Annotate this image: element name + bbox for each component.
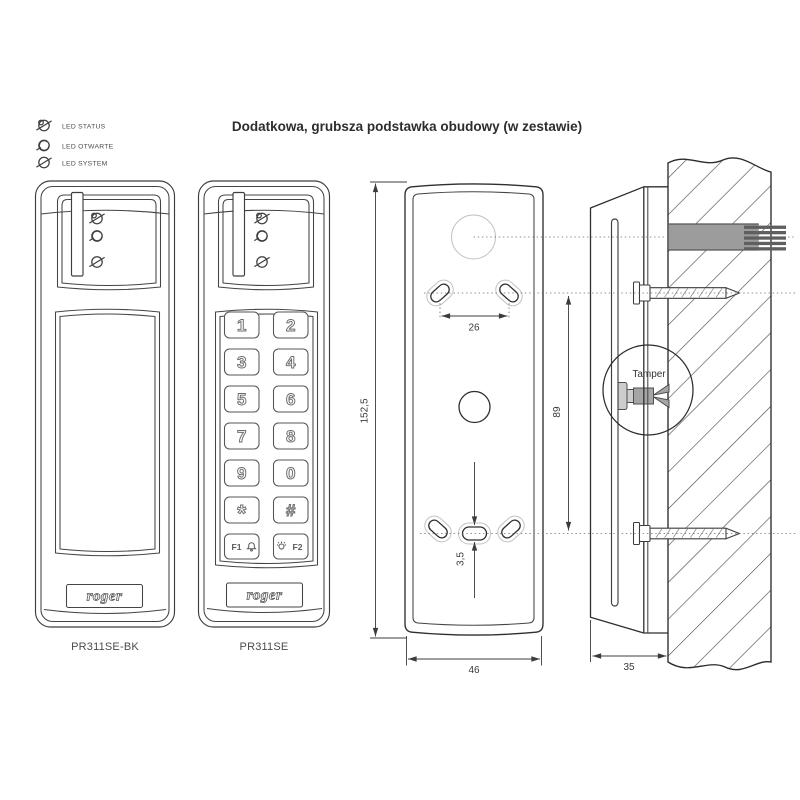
- legend: LED STATUS LED OTWARTE LED SYSTEM: [35, 119, 114, 169]
- device1-brand-logo: roger: [87, 589, 123, 605]
- rear-base-view: 152,5 26 89 3,5 46: [360, 181, 572, 676]
- legend-led-open-label: LED OTWARTE: [62, 144, 114, 151]
- device1-card-slot: [70, 191, 84, 277]
- key-star: *: [223, 496, 260, 526]
- cable-bundle: [668, 223, 786, 251]
- device1-logo-plate: [65, 583, 144, 609]
- device2-brand-logo: roger: [247, 588, 283, 604]
- key-2: 2: [272, 311, 309, 339]
- dim-upper-slot-spacing: 26: [439, 299, 510, 334]
- led-open-icon: [35, 139, 50, 152]
- key-5: 5: [223, 385, 260, 413]
- side-slot-groove: [610, 218, 619, 607]
- wire-pins: [744, 225, 786, 251]
- bell-icon: [246, 542, 257, 552]
- key-hash: #: [272, 496, 309, 524]
- svg-text:152,5: 152,5: [360, 398, 371, 423]
- device-front-pr311se-bk: roger PR311SE-BK: [34, 180, 176, 653]
- keypad: 1 2 3 4 5 6 7 8 9 0 * # F1: [223, 311, 309, 560]
- key-f1: F1: [223, 533, 260, 560]
- svg-text:5: 5: [237, 390, 246, 409]
- key-6: 6: [272, 385, 309, 413]
- svg-text:8: 8: [286, 427, 295, 446]
- dim-lower-slot-height: 3,5: [456, 462, 478, 598]
- device1-inner-case: [40, 185, 170, 623]
- svg-text:0: 0: [286, 464, 295, 483]
- page-title: Dodatkowa, grubsza podstawka obudowy (w …: [232, 119, 582, 134]
- device2-keypad-panel: [214, 308, 319, 569]
- key-8: 8: [272, 422, 309, 450]
- device1-led-panel: [56, 194, 162, 291]
- led-status-icon: [35, 119, 53, 132]
- device2-inner-case: [203, 185, 325, 623]
- dim-slot-rows-distance: 89: [552, 296, 572, 531]
- svg-text:#: #: [286, 501, 296, 520]
- device-front-pr311se: 1 2 3 4 5 6 7 8 9 0 * # F1: [197, 180, 331, 653]
- dim-overall-height: 152,5: [360, 181, 407, 639]
- key-9: 9: [223, 459, 260, 487]
- upper-mount-slot-right: [495, 279, 523, 307]
- wall-section: [667, 157, 772, 671]
- key-f2: F2: [272, 533, 309, 560]
- device-side-profile: [589, 186, 668, 634]
- key-3: 3: [223, 348, 260, 376]
- svg-text:35: 35: [623, 662, 635, 673]
- svg-text:9: 9: [237, 464, 246, 483]
- svg-text:F2: F2: [293, 542, 303, 552]
- device2-logo-plate: [225, 582, 304, 608]
- svg-text:1: 1: [237, 316, 246, 335]
- device2-led-panel: [217, 194, 315, 291]
- svg-text:26: 26: [468, 323, 480, 334]
- centerlines: [420, 236, 796, 534]
- key-0: 0: [272, 459, 309, 487]
- device1-front-panel: [54, 308, 161, 557]
- legend-led-system-label: LED SYSTEM: [62, 161, 108, 168]
- tamper-label: Tamper: [632, 369, 666, 380]
- lower-mount-slot-left: [424, 515, 452, 543]
- tamper-mechanism: [614, 382, 670, 410]
- tamper-opening: [458, 390, 491, 424]
- tamper-detail-circle: [602, 344, 694, 436]
- svg-text:*: *: [237, 500, 246, 526]
- svg-text:3,5: 3,5: [456, 552, 467, 566]
- device1-model-label: PR311SE-BK: [71, 641, 139, 653]
- base-plate-outline: [404, 183, 544, 636]
- device1-bottom-band: [43, 608, 167, 615]
- legend-led-status-label: LED STATUS: [62, 124, 106, 131]
- device2-top-band: [203, 209, 325, 215]
- upper-mount-slot-left: [426, 279, 454, 307]
- device2-bottom-band: [206, 607, 323, 613]
- svg-text:2: 2: [286, 316, 295, 335]
- svg-text:3: 3: [237, 353, 246, 372]
- device2-model-label: PR311SE: [240, 641, 289, 653]
- svg-text:F1: F1: [232, 542, 242, 552]
- svg-text:6: 6: [286, 390, 295, 409]
- key-4: 4: [272, 348, 309, 376]
- svg-text:4: 4: [286, 353, 296, 372]
- svg-text:89: 89: [552, 406, 563, 418]
- dim-depth: 35: [590, 620, 667, 673]
- light-icon: [276, 541, 287, 550]
- lower-mount-slot-right: [497, 515, 525, 543]
- dim-overall-width: 46: [406, 636, 542, 676]
- base-plate-inner: [412, 191, 535, 626]
- led-system-icon: [35, 156, 53, 169]
- key-7: 7: [223, 422, 260, 450]
- svg-text:46: 46: [468, 665, 480, 676]
- device2-card-slot: [232, 191, 246, 277]
- device1-top-band: [40, 209, 170, 215]
- side-mount-view: Tamper 35: [589, 157, 786, 673]
- svg-text:7: 7: [237, 427, 246, 446]
- key-1: 1: [223, 311, 260, 339]
- device1-outer-case: [34, 180, 176, 628]
